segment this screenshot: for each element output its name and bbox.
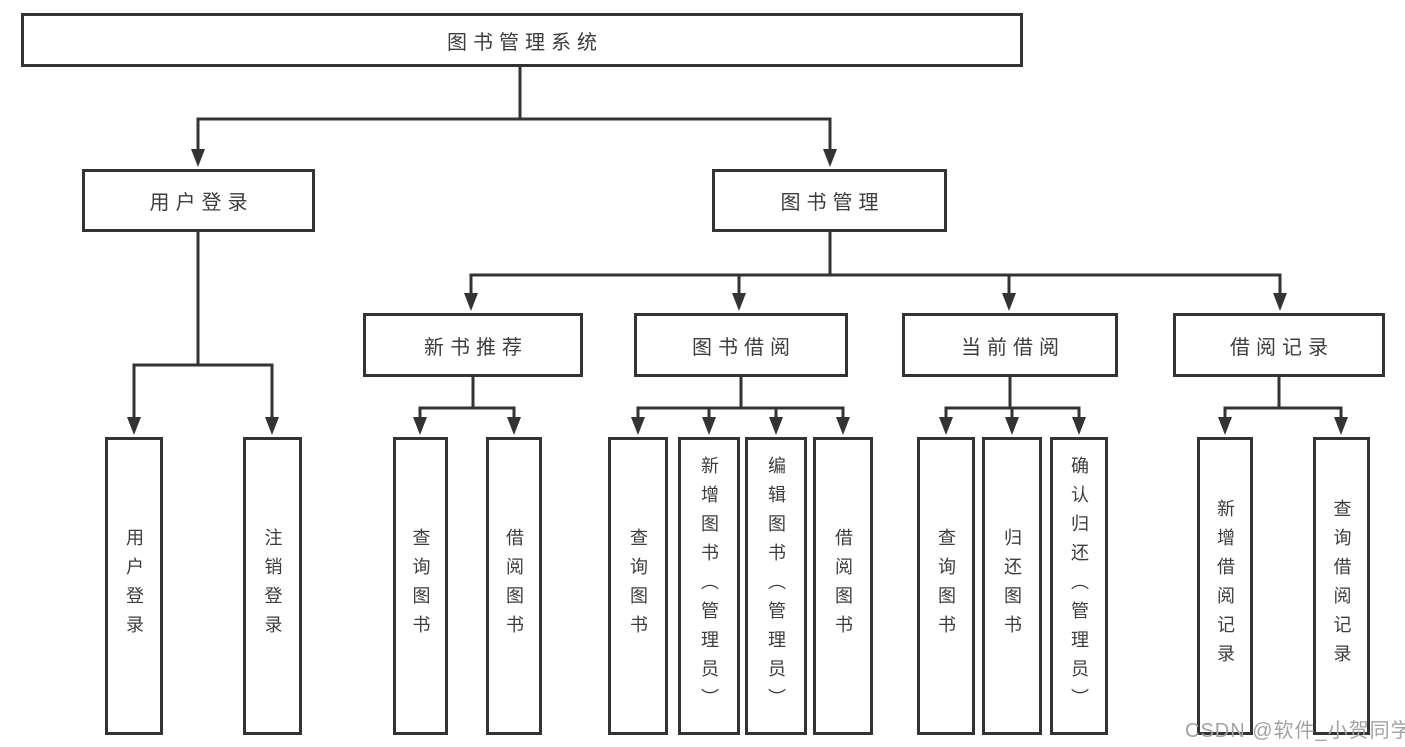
node-library-system-label: 图书管理系统 xyxy=(447,31,603,54)
leaf-query-borrow-record-label: 查询借阅记录 xyxy=(1331,499,1352,673)
node-new-book-recommend: 新书推荐 xyxy=(363,313,583,377)
leaf-return-books-label: 归还图书 xyxy=(1002,528,1022,644)
leaf-query-books-3: 查询图书 xyxy=(917,437,975,735)
node-new-book-recommend-label: 新书推荐 xyxy=(424,336,528,359)
leaf-query-books-2-label: 查询图书 xyxy=(628,528,648,644)
leaf-add-books-admin-label: 新增图书（管理员） xyxy=(699,455,719,717)
node-book-borrow: 图书借阅 xyxy=(634,313,848,377)
leaf-query-books-1-label: 查询图书 xyxy=(410,528,431,644)
leaf-query-books-3-label: 查询图书 xyxy=(936,528,956,644)
leaf-add-borrow-record: 新增借阅记录 xyxy=(1197,437,1253,735)
leaf-borrow-books-1-label: 借阅图书 xyxy=(504,528,524,644)
leaf-borrow-books-2: 借阅图书 xyxy=(813,437,873,735)
node-book-management-label: 图书管理 xyxy=(780,192,885,214)
leaf-logout-label: 注销登录 xyxy=(262,528,283,644)
leaf-query-books-2: 查询图书 xyxy=(608,437,668,735)
leaf-add-books-admin: 新增图书（管理员） xyxy=(678,437,740,735)
leaf-edit-books-admin-label: 编辑图书（管理员） xyxy=(766,455,786,717)
leaf-borrow-books-1: 借阅图书 xyxy=(486,437,542,735)
leaf-edit-books-admin: 编辑图书（管理员） xyxy=(745,437,807,735)
node-borrow-records: 借阅记录 xyxy=(1173,313,1385,377)
node-book-borrow-label: 图书借阅 xyxy=(692,336,796,359)
leaf-user-login-label: 用户登录 xyxy=(124,528,144,644)
leaf-return-books: 归还图书 xyxy=(982,437,1042,735)
node-user-login-label: 用户登录 xyxy=(149,192,254,214)
leaf-query-books-1: 查询图书 xyxy=(393,437,448,735)
leaf-logout: 注销登录 xyxy=(243,437,302,735)
leaf-add-borrow-record-label: 新增借阅记录 xyxy=(1215,499,1235,673)
node-current-borrow-label: 当前借阅 xyxy=(961,336,1065,359)
leaf-confirm-return-admin: 确认归还（管理员） xyxy=(1050,437,1108,735)
node-user-login: 用户登录 xyxy=(82,169,315,232)
node-borrow-records-label: 借阅记录 xyxy=(1230,336,1334,359)
node-current-borrow: 当前借阅 xyxy=(902,313,1118,377)
leaf-confirm-return-admin-label: 确认归还（管理员） xyxy=(1069,455,1089,717)
leaf-query-borrow-record: 查询借阅记录 xyxy=(1313,437,1370,735)
csdn-watermark: CSDN @软件_小贺同学 xyxy=(1185,720,1405,742)
node-book-management: 图书管理 xyxy=(712,169,947,232)
leaf-user-login: 用户登录 xyxy=(105,437,163,735)
leaf-borrow-books-2-label: 借阅图书 xyxy=(833,528,853,644)
node-library-system: 图书管理系统 xyxy=(21,13,1023,67)
